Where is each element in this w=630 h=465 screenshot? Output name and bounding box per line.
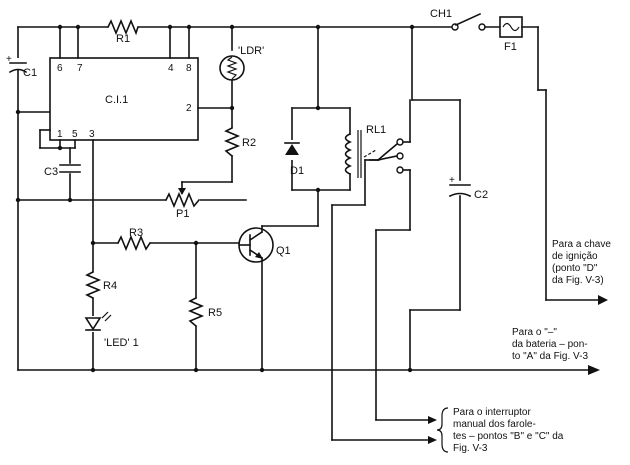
resistor-r4 [84, 270, 102, 300]
fuse-f1 [499, 16, 523, 38]
switch-ch1 [451, 12, 486, 31]
battery-note-line3: to "A" da Fig. V-3 [512, 351, 588, 362]
led-1 [84, 311, 112, 332]
capacitor-c1 [8, 58, 28, 74]
ldr [219, 55, 245, 81]
ic-pin6: 6 [57, 63, 63, 74]
r5-label: R5 [208, 307, 222, 319]
switch-note-line2: manual dos farole- [453, 419, 536, 430]
r4-label: R4 [103, 280, 117, 292]
ignition-note-line3: (ponto "D" [552, 263, 598, 274]
ic-pin5: 5 [72, 129, 78, 140]
f1-label: F1 [504, 41, 517, 53]
transistor-q1 [238, 227, 274, 263]
r2-label: R2 [242, 137, 256, 149]
r3-label: R3 [129, 227, 143, 239]
ic-ci1 [49, 57, 199, 141]
c3-label: C3 [44, 166, 58, 178]
switch-note-line1: Para o interruptor [453, 407, 531, 418]
ic-pin1: 1 [57, 129, 63, 140]
ignition-note-line4: da Fig. V-3) [552, 275, 604, 286]
battery-note-line2: da bateria – pon- [512, 339, 588, 350]
switch-brace [436, 407, 449, 453]
ground-arrowhead [588, 365, 600, 375]
c2-polarity: + [449, 175, 455, 186]
resistor-r1 [106, 18, 140, 36]
c1-polarity: + [6, 54, 12, 65]
rl1-label: RL1 [366, 124, 386, 136]
ic-pin4: 4 [168, 63, 174, 74]
ignition-note-line1: Para a chave [552, 239, 611, 250]
ic-pin2: 2 [186, 103, 192, 114]
ch1-label: CH1 [430, 8, 452, 20]
potentiometer-p1 [164, 181, 201, 209]
relay-coil [344, 107, 362, 191]
d1-label: D1 [290, 165, 304, 177]
resistor-r3 [116, 234, 152, 252]
ic-label: C.I.1 [105, 94, 128, 106]
q1-label: Q1 [276, 245, 291, 257]
switch-note-line4: Fig. V-3 [453, 443, 488, 454]
r1-label: R1 [116, 33, 130, 45]
led-label: 'LED' 1 [104, 337, 139, 349]
switch-note-line3: tes – pontos "B" e "C" da [453, 431, 564, 442]
c1-label: C1 [23, 67, 37, 79]
ic-pin7: 7 [77, 63, 83, 74]
p1-label: P1 [176, 208, 189, 220]
capacitor-c2 [448, 184, 472, 198]
ldr-label: 'LDR' [238, 45, 264, 57]
c2-label: C2 [474, 189, 488, 201]
battery-note-line1: Para o "–" [512, 327, 557, 338]
ic-pin8: 8 [186, 63, 192, 74]
resistor-r2 [223, 126, 241, 158]
ignition-note-line2: de ignição [552, 251, 598, 262]
ic-pin3: 3 [89, 129, 95, 140]
diode-d1 [284, 140, 300, 160]
capacitor-c3 [59, 164, 81, 173]
resistor-r5 [187, 296, 205, 328]
